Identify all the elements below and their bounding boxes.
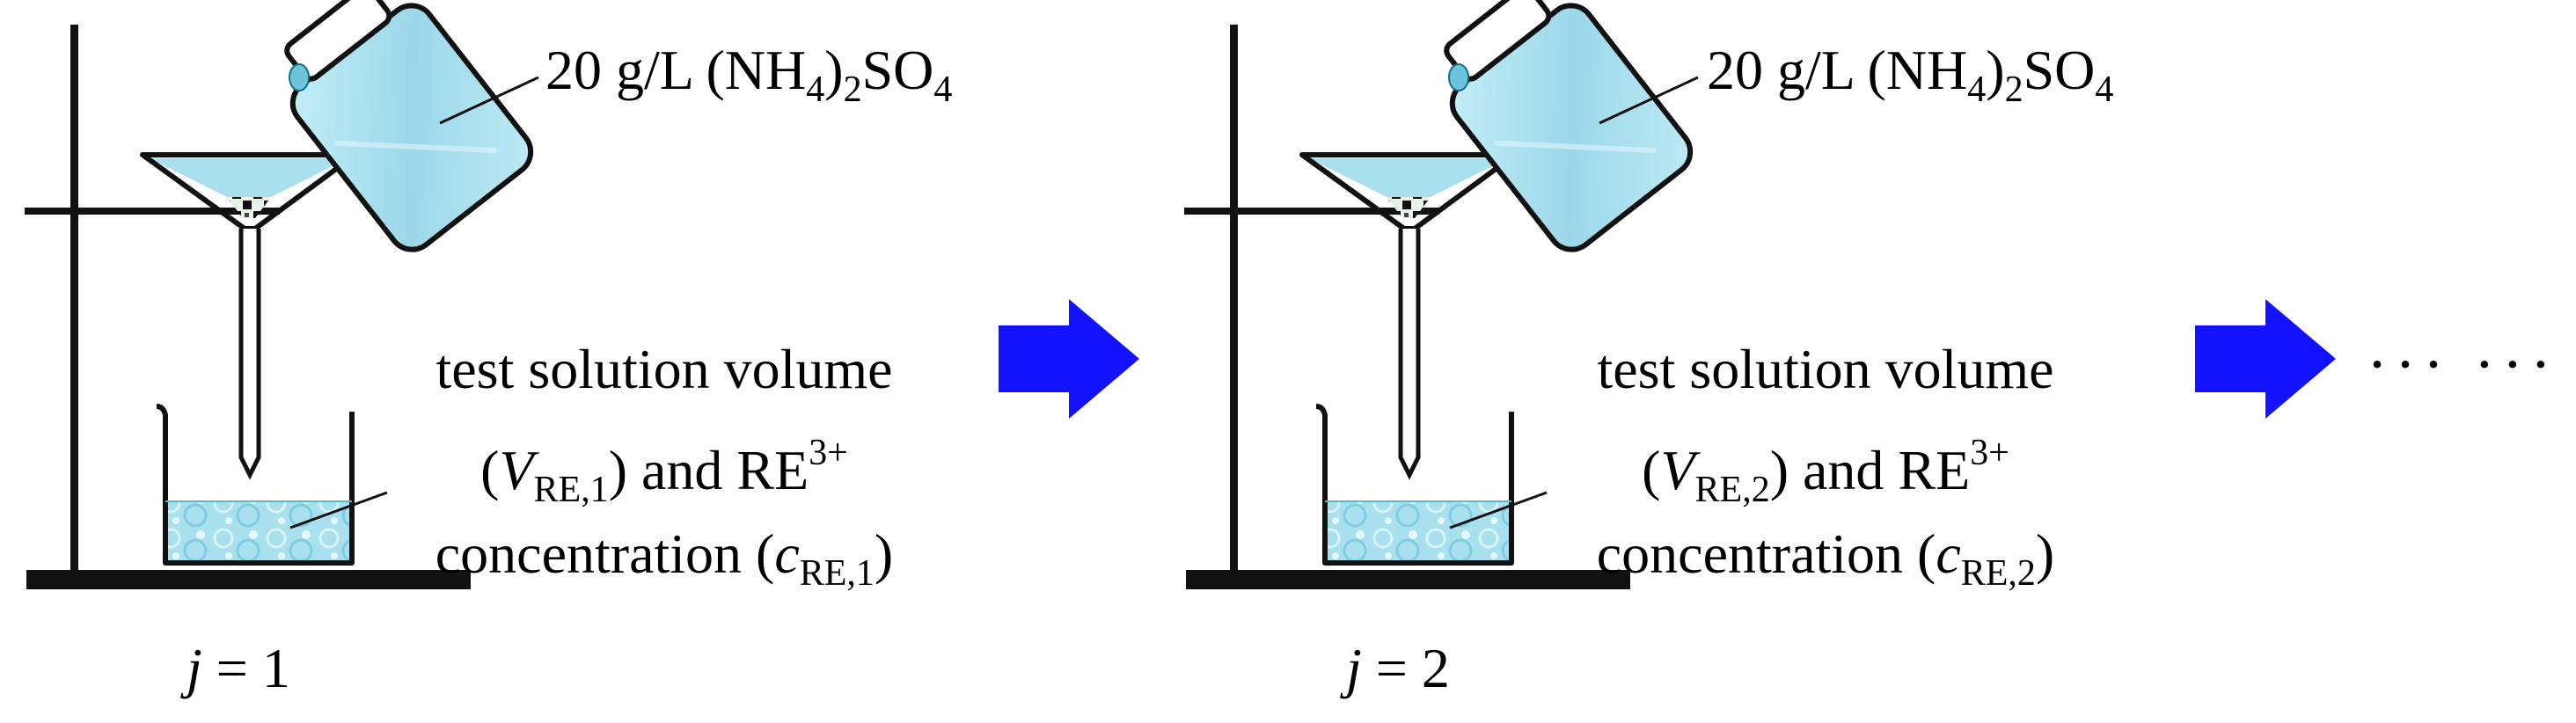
stand-base bbox=[26, 570, 471, 589]
droplet bbox=[289, 63, 310, 91]
beaker-outline bbox=[156, 404, 355, 566]
apparatus-panel-1 bbox=[25, 0, 539, 589]
solution-label-line1-1: test solution volume bbox=[435, 338, 893, 400]
funnel-liquid bbox=[1309, 158, 1508, 197]
reagent-label-1: 20 g/L (NH4)2SO4 bbox=[545, 39, 953, 110]
solution-label-line2-2: (VRE,2) and RE3+ bbox=[1642, 433, 2009, 510]
reagent-label-2: 20 g/L (NH4)2SO4 bbox=[1707, 39, 2114, 110]
solution-label-line3-2: concentration (cRE,2) bbox=[1596, 522, 2055, 594]
arrow-right-icon bbox=[999, 299, 1139, 419]
funnel-packing bbox=[1387, 197, 1431, 218]
beaker-solution bbox=[1325, 501, 1511, 563]
iteration-label-1: j = 1 bbox=[187, 637, 290, 699]
beaker-icon bbox=[1315, 404, 1514, 566]
stand-rod bbox=[70, 25, 78, 572]
funnel-stem bbox=[238, 229, 261, 480]
reagent-bottle-icon bbox=[1444, 0, 1694, 252]
arrow-right-icon bbox=[2195, 299, 2336, 419]
apparatus-panel-2 bbox=[1184, 0, 1699, 589]
bottle-sheen bbox=[334, 140, 497, 154]
funnel-liquid bbox=[150, 158, 348, 197]
stand-clamp-arm bbox=[25, 208, 280, 215]
funnel-icon bbox=[1299, 152, 1518, 480]
reagent-bottle-icon bbox=[284, 0, 534, 252]
solution-label-line3-1: concentration (cRE,1) bbox=[435, 522, 894, 594]
funnel-icon bbox=[140, 152, 358, 480]
funnel-packing bbox=[227, 197, 271, 218]
retort-stand-icon bbox=[1184, 25, 1630, 589]
retort-stand-icon bbox=[25, 25, 471, 589]
solution-leader-line bbox=[289, 491, 388, 529]
funnel-stem bbox=[1398, 229, 1421, 480]
reagent-leader-line bbox=[1599, 76, 1699, 125]
solution-label-line2-1: (VRE,1) and RE3+ bbox=[480, 433, 848, 510]
beaker-outline bbox=[1315, 404, 1514, 566]
stand-clamp-arm bbox=[1184, 208, 1439, 215]
beaker-icon bbox=[156, 404, 355, 566]
solution-label-line1-2: test solution volume bbox=[1597, 338, 2054, 400]
continuation-ellipsis: ··· ··· bbox=[2367, 329, 2558, 399]
stand-rod bbox=[1230, 25, 1238, 572]
solution-leader-line bbox=[1449, 491, 1548, 529]
reagent-leader-line bbox=[439, 76, 539, 125]
stand-base bbox=[1186, 570, 1630, 589]
iteration-label-2: j = 2 bbox=[1346, 637, 1450, 699]
bottle-sheen bbox=[1494, 140, 1657, 154]
droplet bbox=[1448, 63, 1469, 91]
beaker-solution bbox=[165, 501, 352, 563]
